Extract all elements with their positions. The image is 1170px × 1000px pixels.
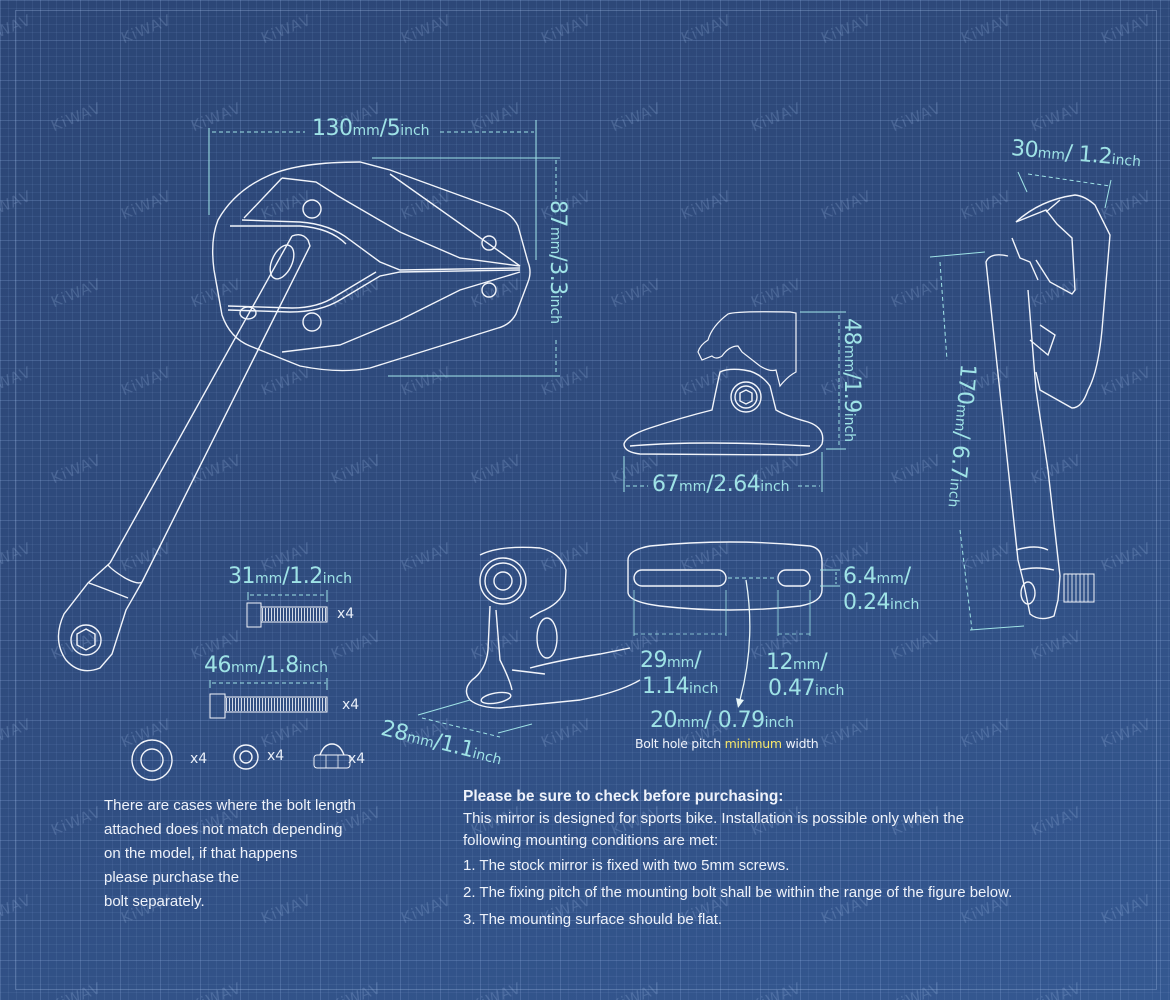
dim-long-slot: 29mm/ xyxy=(640,648,702,673)
dim-short-slot: 12mm/ xyxy=(766,650,828,675)
qty-bolt-long: x4 xyxy=(342,697,360,713)
mirror-front-view xyxy=(57,120,560,672)
dim-slot-height-inch: 0.24inch xyxy=(843,590,920,615)
bolt-length-note: There are cases where the bolt length at… xyxy=(104,797,356,910)
qty-washer-large: x4 xyxy=(190,751,208,767)
dim-bolt-pitch: 20mm/ 0.79inch xyxy=(650,708,795,733)
blueprint-frame xyxy=(15,10,1157,990)
qty-cap-nut: x4 xyxy=(348,751,366,767)
purchase-check-intro: This mirror is designed for sports bike.… xyxy=(463,810,965,849)
dim-mirror-height: 87mm/3.3inch xyxy=(545,200,570,325)
dim-long-slot-inch: 1.14inch xyxy=(642,674,719,699)
bolt-pitch-caption: Bolt hole pitch minimum width xyxy=(635,736,819,751)
dim-mount-height: 48mm/1.9inch xyxy=(839,318,864,443)
purchase-check-section: Please be sure to check before purchasin… xyxy=(463,786,1083,933)
dim-mirror-width: 130mm/5inch xyxy=(312,116,430,141)
condition-item: 3. The mounting surface should be flat. xyxy=(463,911,723,928)
qty-washer-small: x4 xyxy=(267,748,285,764)
pitch-arrow xyxy=(739,579,751,701)
purchase-check-title: Please be sure to check before purchasin… xyxy=(463,788,784,805)
dim-bolt-long: 46mm/1.8inch xyxy=(204,653,329,678)
condition-item: 1. The stock mirror is fixed with two 5m… xyxy=(463,857,790,874)
base-3d-view xyxy=(417,546,641,738)
highlight-minimum: minimum xyxy=(724,736,783,751)
mirror-side-view xyxy=(929,171,1112,631)
base-plate-view xyxy=(627,541,840,708)
condition-item: 2. The fixing pitch of the mounting bolt… xyxy=(463,884,1013,901)
dim-short-slot-inch: 0.47inch xyxy=(768,676,845,701)
mount-block-view xyxy=(623,311,846,492)
bolt-thread-long xyxy=(226,698,326,711)
hardware-set xyxy=(131,590,351,781)
dim-slot-height: 6.4mm/ xyxy=(843,564,911,589)
dim-bolt-short: 31mm/1.2inch xyxy=(228,564,353,589)
qty-bolt-short: x4 xyxy=(337,606,355,622)
bolt-thread-short xyxy=(262,608,326,621)
dim-mount-width: 67mm/2.64inch xyxy=(652,472,790,497)
